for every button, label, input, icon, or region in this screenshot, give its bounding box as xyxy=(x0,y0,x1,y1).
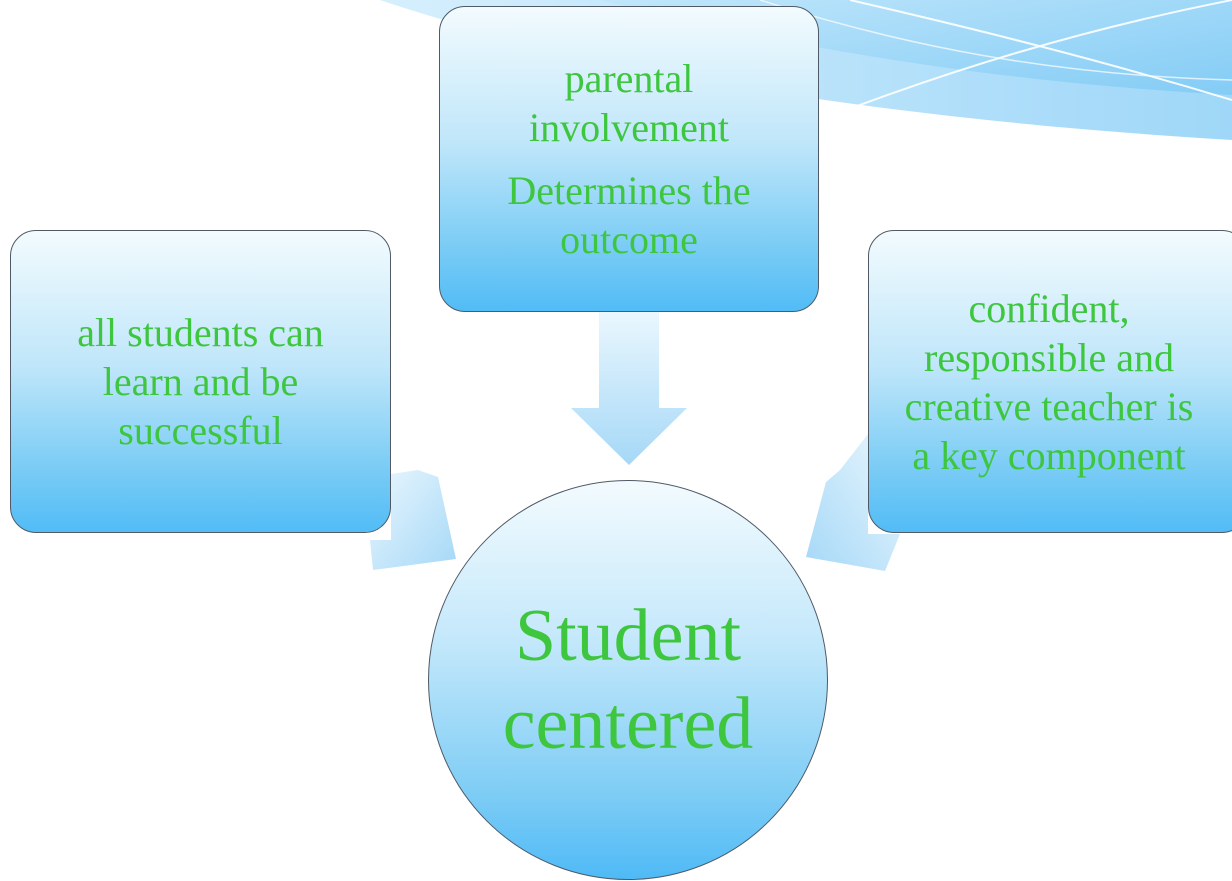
node-text-line: all students can xyxy=(77,310,324,355)
node-all-students-can-learn: all students can learn and be successful xyxy=(10,230,391,533)
node-text-line: responsible and xyxy=(924,334,1174,380)
node-text-line: involvement xyxy=(529,105,729,150)
arrow-right-to-center xyxy=(806,434,900,571)
arrow-top-to-center xyxy=(571,312,687,465)
center-text-line: centered xyxy=(502,683,754,765)
node-text-line: successful xyxy=(118,408,283,453)
node-text-line: Determines the xyxy=(507,168,751,213)
node-text-line: outcome xyxy=(560,217,698,262)
swoosh-line xyxy=(849,0,1232,101)
center-text-line: Student xyxy=(514,595,742,677)
node-confident-teacher: confident, responsible and creative teac… xyxy=(868,230,1232,533)
node-text-line: creative teacher is xyxy=(904,383,1194,429)
node-text-line: parental xyxy=(564,56,694,101)
node-text-line: learn and be xyxy=(102,359,299,404)
node-parental-involvement: parental involvement Determines the outc… xyxy=(439,6,819,312)
swoosh-line xyxy=(759,0,1232,81)
center-node-student-centered: Student centered xyxy=(428,480,828,880)
arrow-left-to-center xyxy=(370,470,456,570)
node-text-line: confident, xyxy=(968,285,1130,331)
node-text-line: a key component xyxy=(912,432,1186,478)
swoosh-line xyxy=(819,0,1232,121)
